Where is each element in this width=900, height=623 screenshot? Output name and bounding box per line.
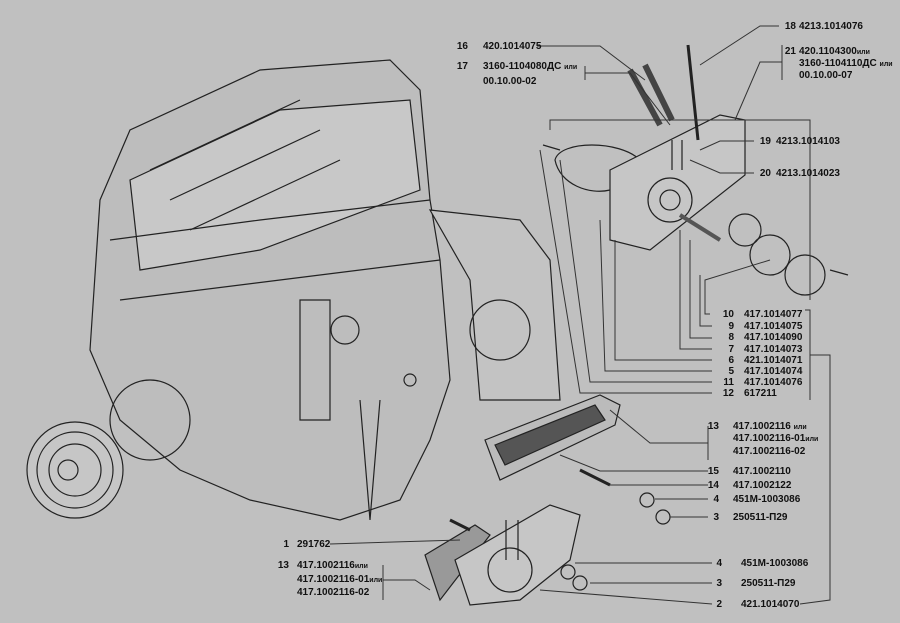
callout-number: 18 <box>784 21 796 32</box>
or-word: или <box>354 563 368 570</box>
part-code: 250511-П29 <box>733 512 788 523</box>
callout-number: 9 <box>728 321 734 332</box>
part-code: 420.1014075 <box>483 41 542 52</box>
part-code: 4213.1014076 <box>799 21 863 32</box>
part-code: 417.1002116или <box>297 560 368 572</box>
part-code-alt: 00.10.00-07 <box>799 70 853 81</box>
part-code-main: 417.1002116 <box>297 560 355 571</box>
or-word: или <box>856 49 870 56</box>
or-word: или <box>369 577 383 584</box>
part-code: 250511-П29 <box>741 578 796 589</box>
part-code: 417.1014090 <box>744 332 803 343</box>
callout-number: 3 <box>716 578 722 589</box>
callout-number: 13 <box>707 421 719 432</box>
callout-number: 3 <box>713 512 719 523</box>
part-code: 417.1002110 <box>733 466 791 477</box>
part-code-alt-main: 417.1002116-01 <box>297 574 370 585</box>
part-code: 417.1014074 <box>744 366 803 377</box>
part-code-alt: 417.1002116-02 <box>733 446 806 457</box>
part-code-alt: 3160-1104110ДС или <box>799 58 893 70</box>
callout-number: 17 <box>456 61 468 72</box>
callout-number: 14 <box>707 480 719 491</box>
callout-number: 4 <box>716 558 722 569</box>
callout-number: 11 <box>723 377 734 388</box>
or-word: или <box>793 424 807 431</box>
part-code: 421.1014070 <box>741 599 800 610</box>
vent-assembly-top <box>542 44 849 296</box>
part-code: 417.1014076 <box>744 377 803 388</box>
part-code: 417.1002122 <box>733 480 792 491</box>
leader-lines <box>329 25 831 605</box>
part-code-alt-main: 3160-1104110ДС <box>799 58 877 69</box>
part-code: 417.1014075 <box>744 321 803 332</box>
callout-number: 1 <box>283 539 289 550</box>
callout-number: 16 <box>456 41 468 52</box>
or-word: или <box>879 61 893 68</box>
part-code: 421.1014071 <box>744 355 803 366</box>
callout-number: 2 <box>716 599 722 610</box>
part-code: 4213.1014103 <box>776 136 840 147</box>
pulley <box>26 379 191 519</box>
or-word: или <box>564 64 578 71</box>
part-code-main: 420.1104300 <box>799 46 857 57</box>
callout-number: 5 <box>728 366 734 377</box>
part-code-alt-main: 417.1002116-01 <box>733 433 806 444</box>
part-code-alt: 417.1002116-01или <box>297 574 382 586</box>
part-code: 4213.1014023 <box>776 168 840 179</box>
vent-assembly-bottom <box>424 504 588 606</box>
callout-number: 19 <box>759 136 771 147</box>
callout-number: 21 <box>784 46 796 57</box>
callout-number: 8 <box>728 332 734 343</box>
part-code: 451М-1003086 <box>733 494 801 505</box>
part-code: 417.1002116 или <box>733 421 807 433</box>
part-code-alt: 417.1002116-01или <box>733 433 818 445</box>
oil-separator-middle <box>484 394 671 525</box>
part-code: 3160-1104080ДС или <box>483 61 577 73</box>
part-code: 420.1104300или <box>799 46 870 58</box>
callout-number: 4 <box>713 494 719 505</box>
or-word: или <box>805 436 819 443</box>
part-code: 417.1014077 <box>744 309 803 320</box>
part-code-main: 417.1002116 <box>733 421 791 432</box>
engine-block <box>89 59 561 521</box>
callout-number: 13 <box>277 560 289 571</box>
part-code-alt: 417.1002116-02 <box>297 587 370 598</box>
callout-number: 15 <box>707 466 719 477</box>
callout-number: 6 <box>728 355 734 366</box>
callout-number: 7 <box>728 344 734 355</box>
part-code: 617211 <box>744 388 777 399</box>
part-code-alt: 00.10.00-02 <box>483 76 537 87</box>
part-code: 451М-1003086 <box>741 558 809 569</box>
callout-number: 20 <box>759 168 771 179</box>
callout-number: 10 <box>722 309 734 320</box>
part-code: 417.1014073 <box>744 344 803 355</box>
callout-number: 12 <box>722 388 734 399</box>
part-code: 291762 <box>297 539 331 550</box>
part-code-main: 3160-1104080ДС <box>483 61 562 72</box>
